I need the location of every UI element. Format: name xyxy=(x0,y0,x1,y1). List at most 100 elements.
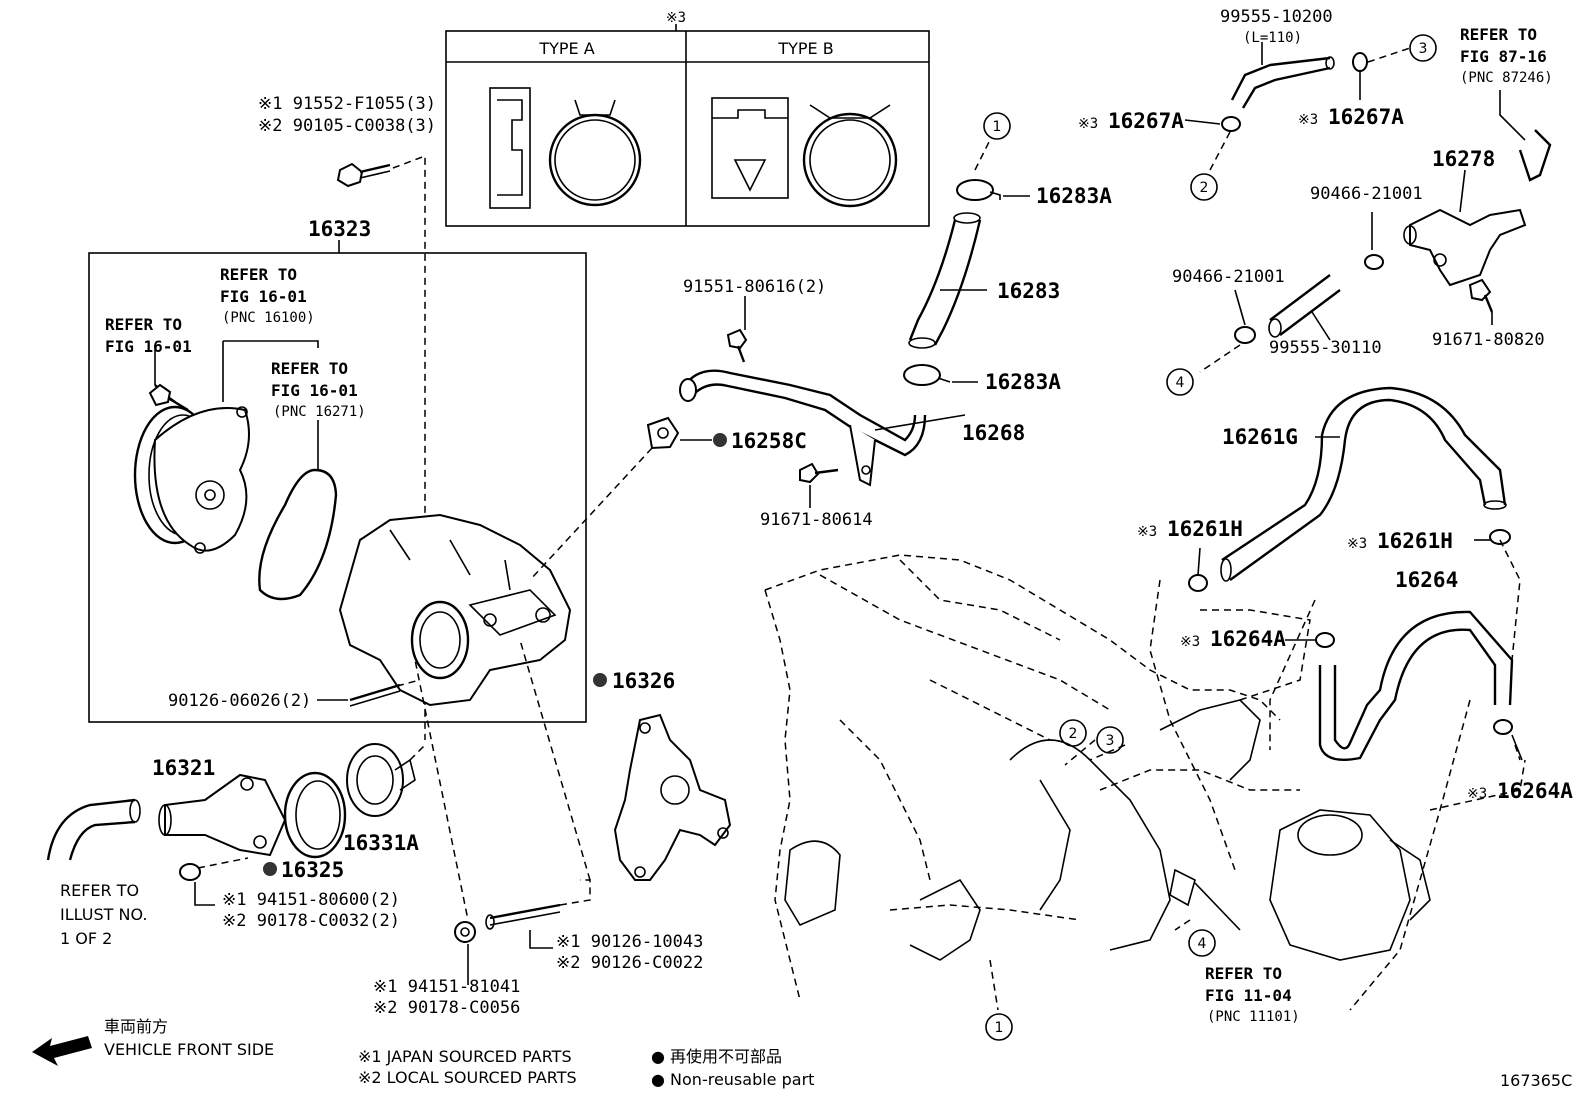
label-91671-80614: 91671-80614 xyxy=(760,510,873,530)
label-refer-illust-c: 1 OF 2 xyxy=(60,929,112,948)
label-91671-80820: 91671-80820 xyxy=(1432,330,1545,350)
label-16331A: 16331A xyxy=(343,831,419,855)
legend-front-jp: 車両前方 xyxy=(104,1017,168,1036)
note-mark-3: ※3 xyxy=(1137,524,1157,540)
hose-icon xyxy=(1220,386,1507,582)
legend-note1: ※1 JAPAN SOURCED PARTS xyxy=(358,1047,572,1066)
label-16264: 16264 xyxy=(1395,568,1458,592)
legend-front-en: VEHICLE FRONT SIDE xyxy=(104,1040,274,1059)
svg-text:2: 2 xyxy=(1200,180,1209,196)
stud-icon xyxy=(349,680,417,707)
water-bypass-joint-icon xyxy=(1403,169,1527,287)
label-refer-16271-a: REFER TO xyxy=(271,359,348,378)
label-refer-8716-c: (PNC 87246) xyxy=(1460,70,1553,86)
note-mark-3: ※3 xyxy=(1298,112,1318,128)
label-16278: 16278 xyxy=(1432,147,1495,171)
label-16261G: 16261G xyxy=(1222,425,1298,449)
clamp-type-a-icon xyxy=(489,87,642,209)
callout-circle: 2 xyxy=(1059,719,1087,747)
hose-icon xyxy=(1318,610,1514,762)
label-90126-10043: ※1 90126-10043 xyxy=(556,932,703,952)
label-16264A-left: 16264A xyxy=(1210,627,1286,651)
non-reusable-dot xyxy=(593,673,607,687)
note-mark-3: ※3 xyxy=(1180,634,1200,650)
callout-circle: 3 xyxy=(1096,726,1124,754)
label-refer-16100-a: REFER TO xyxy=(220,265,297,284)
label-90126-06026: 90126-06026(2) xyxy=(168,691,311,711)
label-90126-C0022: ※2 90126-C0022 xyxy=(556,953,703,973)
label-16264A-right: 16264A xyxy=(1497,779,1573,803)
diagram-id: 167365C xyxy=(1500,1071,1572,1090)
callout-circle: 3 xyxy=(1409,34,1437,62)
label-refer-illust-a: REFER TO xyxy=(60,881,139,900)
svg-text:3: 3 xyxy=(1419,41,1428,57)
engine-outline xyxy=(764,539,1526,1011)
svg-text:1: 1 xyxy=(995,1020,1004,1036)
label-16268: 16268 xyxy=(962,421,1025,445)
hose-icon xyxy=(46,798,141,861)
nut-icon xyxy=(179,857,249,881)
label-16283: 16283 xyxy=(997,279,1060,303)
label-99555-10200: 99555-10200 xyxy=(1220,7,1333,27)
label-refer-8716-a: REFER TO xyxy=(1460,25,1537,44)
water-outlet-body-icon xyxy=(338,513,572,707)
pipe-icon xyxy=(1518,129,1552,182)
svg-text:4: 4 xyxy=(1198,936,1207,952)
nut-icon xyxy=(454,921,476,943)
label-16267A-right: 16267A xyxy=(1328,105,1404,129)
clamp-type-box: ※3 TYPE A TYPE B xyxy=(445,10,930,227)
bolt-icon xyxy=(799,462,839,484)
hose-clamp-icon xyxy=(1315,632,1335,648)
svg-text:3: 3 xyxy=(1106,733,1115,749)
hose-icon xyxy=(908,212,982,349)
label-16323: 16323 xyxy=(308,217,371,241)
label-16325: 16325 xyxy=(281,858,344,882)
gasket-icon xyxy=(529,416,680,581)
hose-clamp-icon xyxy=(1352,52,1368,72)
svg-text:4: 4 xyxy=(1176,375,1185,391)
label-refer-1601-b: FIG 16-01 xyxy=(105,337,192,356)
note-mark-3: ※3 xyxy=(1467,786,1487,802)
note-mark-3: ※3 xyxy=(1347,536,1367,552)
label-16261H-right: 16261H xyxy=(1377,529,1453,553)
label-16283A-bot: 16283A xyxy=(985,370,1061,394)
callout-circle: 1 xyxy=(983,112,1011,140)
thermostat-icon xyxy=(346,743,426,817)
legend-nonreuse-jp: ● 再使用不可部品 xyxy=(651,1047,782,1066)
hose-clamp-icon xyxy=(1221,116,1241,132)
gasket-icon xyxy=(283,771,347,859)
bolt-icon xyxy=(726,328,748,363)
water-inlet-icon xyxy=(158,773,287,857)
note-mark-3: ※3 xyxy=(666,10,686,26)
label-refer-illust-b: ILLUST NO. xyxy=(60,905,147,924)
hose-clamp-icon xyxy=(1364,254,1384,270)
non-reusable-dot xyxy=(263,862,277,876)
label-99555-30110: 99555-30110 xyxy=(1269,338,1382,358)
hose-clamp-icon xyxy=(1489,529,1511,545)
callout-circle: 1 xyxy=(985,1013,1013,1041)
hose-clamp-icon xyxy=(1234,326,1256,344)
hose-clamp-icon xyxy=(903,364,951,386)
o-ring-icon xyxy=(258,468,338,601)
clamp-type-b-icon xyxy=(711,97,898,208)
bolt-icon xyxy=(1468,278,1494,313)
hose-clamp-icon xyxy=(956,179,1001,201)
callout-circle: 4 xyxy=(1166,368,1194,396)
bypass-pipe-icon xyxy=(679,369,927,487)
label-90178-C0056: ※2 90178-C0056 xyxy=(373,998,520,1018)
label-16258C: 16258C xyxy=(731,429,807,453)
label-94151-80600: ※1 94151-80600(2) xyxy=(222,890,400,910)
type-a-label: TYPE A xyxy=(538,39,594,58)
label-refer-8716-b: FIG 87-16 xyxy=(1460,47,1547,66)
legend-nonreuse-en: ● Non-reusable part xyxy=(651,1070,814,1089)
bolt-icon xyxy=(336,162,391,188)
callout-circle: 4 xyxy=(1188,929,1216,957)
label-bolt-91552: ※1 91552-F1055(3) xyxy=(258,94,436,114)
hose-icon xyxy=(1230,56,1335,109)
svg-text:1: 1 xyxy=(993,119,1002,135)
label-16283A-top: 16283A xyxy=(1036,184,1112,208)
label-90466-21001-a: 90466-21001 xyxy=(1310,184,1423,204)
stud-icon xyxy=(485,903,561,930)
label-refer-16271-b: FIG 16-01 xyxy=(271,381,358,400)
